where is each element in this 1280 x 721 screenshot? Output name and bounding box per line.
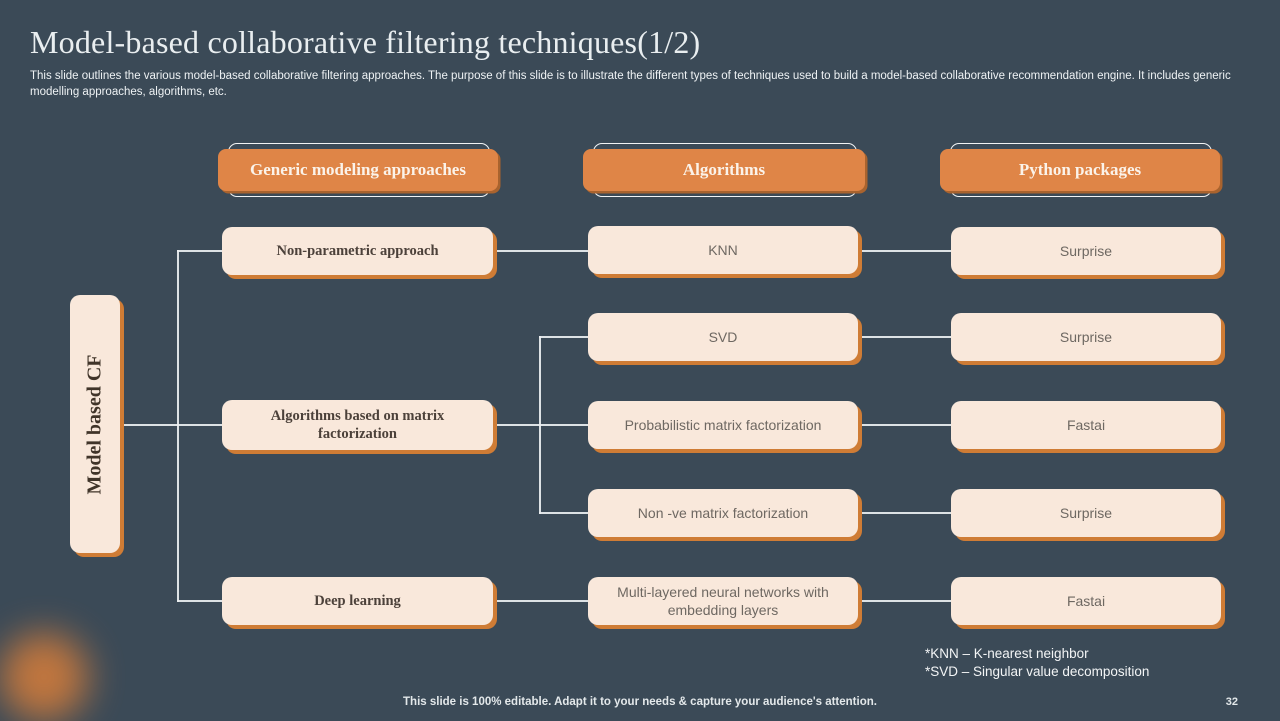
footer-note: This slide is 100% editable. Adapt it to… [403, 696, 877, 708]
node-non-parametric-approach: Non-parametric approach [222, 227, 493, 275]
column-header-algorithms: Algorithms [583, 149, 865, 191]
connector-deep-multilayer [493, 600, 589, 602]
connector-junction-nmf [539, 512, 589, 514]
root-node-label: Model based CF [83, 354, 106, 494]
slide-description: This slide outlines the various model-ba… [30, 70, 1231, 99]
connector-knn-surprise [858, 250, 952, 252]
connector-trunk-vertical [177, 250, 179, 602]
column-header-generic-modeling: Generic modeling approaches [218, 149, 498, 191]
node-probabilistic-matrix-factorization: Probabilistic matrix factorization [588, 401, 858, 449]
connector-root-to-trunk [120, 424, 178, 426]
node-fastai-1: Fastai [951, 401, 1221, 449]
node-fastai-2: Fastai [951, 577, 1221, 625]
root-node-model-based-cf: Model based CF [70, 295, 120, 553]
page-title: Model-based collaborative filtering tech… [30, 24, 701, 60]
node-surprise-1: Surprise [951, 227, 1221, 275]
connector-trunk-row1 [177, 250, 223, 252]
connector-nonparam-knn [493, 250, 589, 252]
node-algorithms-matrix-factorization: Algorithms based on matrix factorization [222, 400, 493, 450]
node-surprise-3: Surprise [951, 489, 1221, 537]
column-header-python-packages: Python packages [940, 149, 1220, 191]
connector-junction-pmf [539, 424, 589, 426]
node-knn: KNN [588, 226, 858, 274]
node-non-negative-matrix-factorization: Non -ve matrix factorization [588, 489, 858, 537]
page-number: 32 [1225, 696, 1238, 708]
connector-trunk-row2 [177, 424, 223, 426]
connector-svd-surprise [858, 336, 952, 338]
connector-nmf-surprise [858, 512, 952, 514]
node-multilayered-neural-networks: Multi-layered neural networks with embed… [588, 577, 858, 625]
footnotes: *KNN – K-nearest neighbor *SVD – Singula… [925, 645, 1149, 680]
connector-trunk-row3 [177, 600, 223, 602]
footnote-svd: *SVD – Singular value decomposition [925, 663, 1150, 679]
footnote-knn: *KNN – K-nearest neighbor [925, 646, 1089, 661]
node-deep-learning: Deep learning [222, 577, 493, 625]
orange-glow-decoration [0, 633, 88, 721]
connector-multilayer-fastai [858, 600, 952, 602]
connector-junction-svd [539, 336, 589, 338]
connector-pmf-fastai [858, 424, 952, 426]
node-surprise-2: Surprise [951, 313, 1221, 361]
connector-matrix-junction [493, 424, 540, 426]
node-svd: SVD [588, 313, 858, 361]
